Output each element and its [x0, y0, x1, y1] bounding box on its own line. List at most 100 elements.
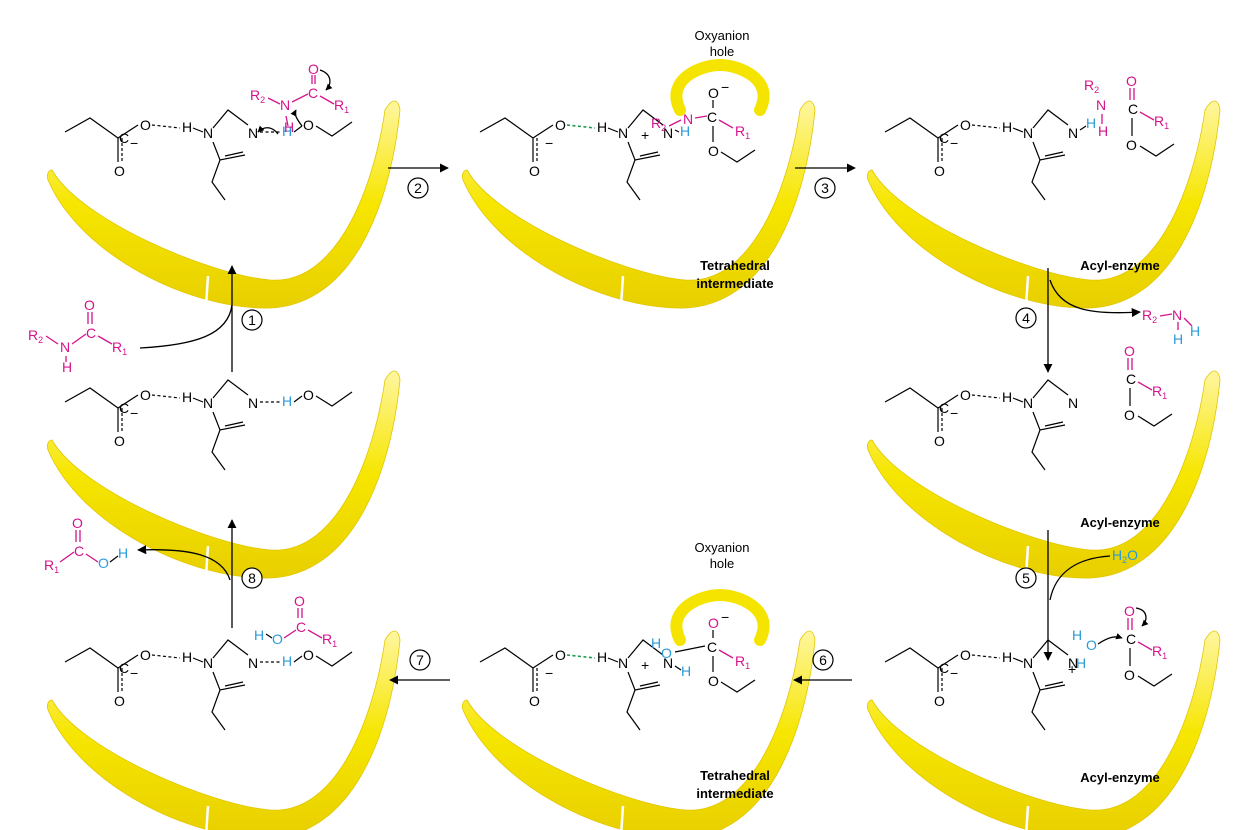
- atom-R2: R2: [1084, 77, 1099, 95]
- step-circle-6: [812, 649, 834, 671]
- svg-text:R1: R1: [112, 339, 127, 357]
- atom-minus: −: [545, 665, 553, 681]
- atom-O: O: [1124, 667, 1135, 683]
- atom-R1: R1: [735, 653, 750, 671]
- svg-text:R2: R2: [28, 327, 43, 345]
- substrate-molecule: R2 N H C O R1: [28, 297, 127, 375]
- svg-text:R1: R1: [44, 557, 59, 575]
- atom-minus: −: [721, 609, 729, 625]
- oxyanion-label-1-line2: hole: [710, 44, 735, 59]
- atom-H: H: [282, 653, 292, 669]
- step-number-4: 4: [1022, 310, 1030, 326]
- svg-text:N: N: [60, 339, 70, 355]
- atom-O: O: [661, 645, 672, 661]
- step-number-2: 2: [414, 180, 422, 196]
- panel-h: + H O H C O R1 O: [866, 603, 1222, 830]
- step-circle-7: [409, 649, 431, 671]
- atom-C: C: [1126, 631, 1136, 647]
- atom-R2: R2: [651, 115, 666, 133]
- acid-product: R1 C O O H: [44, 515, 128, 575]
- oxyanion-hole: [670, 588, 770, 646]
- atom-H: H: [254, 627, 264, 643]
- svg-text:O: O: [84, 297, 95, 313]
- atom-H: H: [284, 119, 294, 135]
- amine-product: R2 N H H: [1142, 307, 1200, 347]
- atom-O: O: [529, 693, 540, 709]
- panel-e: C O R1 O: [866, 343, 1222, 580]
- atom-O: O: [1086, 637, 1097, 653]
- oxyanion-label-1: Oxyanion: [695, 28, 750, 43]
- atom-N: N: [683, 111, 693, 127]
- atom-O: O: [294, 593, 305, 609]
- oxyanion-label-2: Oxyanion: [695, 540, 750, 555]
- atom-O: O: [708, 615, 719, 631]
- step-circle-2: [407, 177, 429, 199]
- water-label: H2O: [1112, 547, 1138, 565]
- atom-C: C: [1126, 371, 1136, 387]
- arrow-acid-release: [137, 545, 231, 581]
- atom-N: N: [280, 97, 290, 113]
- atom-O: O: [529, 163, 540, 179]
- step-circle-8: [241, 567, 263, 589]
- atom-O: O: [303, 117, 314, 133]
- panel-a: H O R2 N H C O R1: [46, 61, 402, 310]
- label-acyl-1: Acyl-enzyme: [1080, 258, 1159, 273]
- atom-O: O: [555, 647, 566, 663]
- panel-c: H N R2 H C O R1 O: [866, 73, 1222, 310]
- svg-text:H: H: [1173, 331, 1183, 347]
- svg-text:R2: R2: [1142, 307, 1157, 325]
- arrow-water-entry: [1049, 555, 1111, 601]
- atom-H: H: [1076, 655, 1086, 671]
- atom-H: H: [1072, 627, 1082, 643]
- svg-text:O: O: [98, 555, 109, 571]
- atom-plus: +: [1068, 661, 1076, 677]
- svg-text:H: H: [1190, 323, 1200, 339]
- atom-H: H: [597, 119, 607, 135]
- atom-O: O: [308, 61, 319, 77]
- atom-R1: R1: [1152, 383, 1167, 401]
- atom-O: O: [1124, 603, 1135, 619]
- label-tetrahedral-2: Tetrahedral: [700, 768, 770, 783]
- step-number-1: 1: [248, 312, 256, 328]
- atom-plus: +: [641, 127, 649, 143]
- step-number-7: 7: [416, 652, 424, 668]
- atom-N: N: [618, 125, 628, 141]
- atom-O: O: [303, 387, 314, 403]
- atom-O: O: [272, 631, 283, 647]
- label-acyl-2: Acyl-enzyme: [1080, 515, 1159, 530]
- label-acyl-3: Acyl-enzyme: [1080, 770, 1159, 785]
- panel-b: O O − H N + N H R2 N C O − R1 O: [461, 58, 817, 310]
- atom-N: N: [663, 655, 673, 671]
- label-tetrahedral-2-line2: intermediate: [696, 786, 773, 801]
- svg-text:N: N: [1172, 307, 1182, 323]
- atom-O: O: [708, 673, 719, 689]
- atom-N: N: [1096, 97, 1106, 113]
- arrow-amine-release: [1049, 279, 1141, 318]
- atom-N: N: [618, 655, 628, 671]
- atom-O: O: [708, 85, 719, 101]
- panel-f: H O H O C O R1: [46, 593, 402, 830]
- arrow-substrate-entry: [139, 304, 233, 349]
- atom-C: C: [1128, 101, 1138, 117]
- atom-H: H: [282, 393, 292, 409]
- atom-O: O: [1124, 407, 1135, 423]
- atom-H: H: [1086, 115, 1096, 131]
- step-number-8: 8: [248, 570, 256, 586]
- atom-minus: −: [721, 79, 729, 95]
- atom-H: H: [651, 635, 661, 651]
- panel-g: O O − H N + N H H O C O − R1 O: [461, 588, 817, 830]
- atom-R1: R1: [334, 97, 349, 115]
- atom-R2: R2: [250, 87, 265, 105]
- oxyanion-hole: [670, 58, 770, 116]
- svg-text:H: H: [62, 359, 72, 375]
- atom-O: O: [303, 647, 314, 663]
- oxyanion-label-2-line2: hole: [710, 556, 735, 571]
- atom-O: O: [708, 143, 719, 159]
- atom-minus: −: [545, 135, 553, 151]
- atom-O: O: [1126, 73, 1137, 89]
- step-number-6: 6: [819, 652, 827, 668]
- svg-text:H: H: [118, 545, 128, 561]
- atom-C: C: [296, 619, 306, 635]
- step-circle-5: [1015, 567, 1037, 589]
- atom-R1: R1: [1154, 113, 1169, 131]
